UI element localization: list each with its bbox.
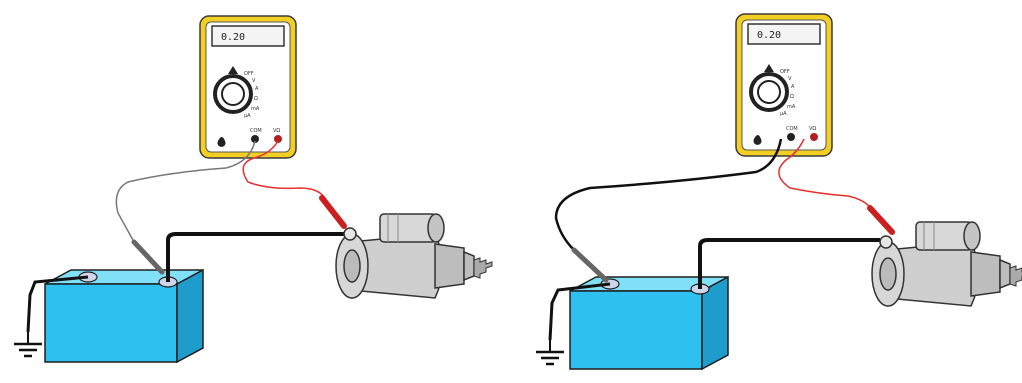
right-diagram: 0.20 [534, 12, 1022, 370]
right-ground-cable [548, 282, 611, 341]
right-black-lead [554, 138, 783, 251]
right-starter-motor [871, 221, 1022, 307]
right-red-probe [867, 205, 895, 235]
left-red-probe [319, 195, 347, 229]
left-ground-cable [26, 275, 89, 333]
right-ground-symbol [534, 338, 566, 366]
right-red-lead [778, 138, 873, 211]
left-battery-starter-cable [166, 232, 345, 282]
left-multimeter [198, 14, 298, 160]
left-meter-display: 0.20 [221, 32, 245, 43]
right-multimeter [734, 12, 834, 158]
left-battery [44, 269, 204, 363]
left-gray-probe [131, 239, 165, 275]
right-black-probe [571, 247, 609, 283]
right-meter-display: 0.20 [757, 30, 781, 41]
right-battery-starter-cable [698, 238, 880, 289]
left-starter-motor [335, 213, 493, 299]
left-ground-symbol [12, 330, 44, 358]
left-gray-lead [115, 140, 256, 243]
left-diagram: 0.20 [12, 14, 493, 363]
left-red-lead [242, 140, 327, 201]
